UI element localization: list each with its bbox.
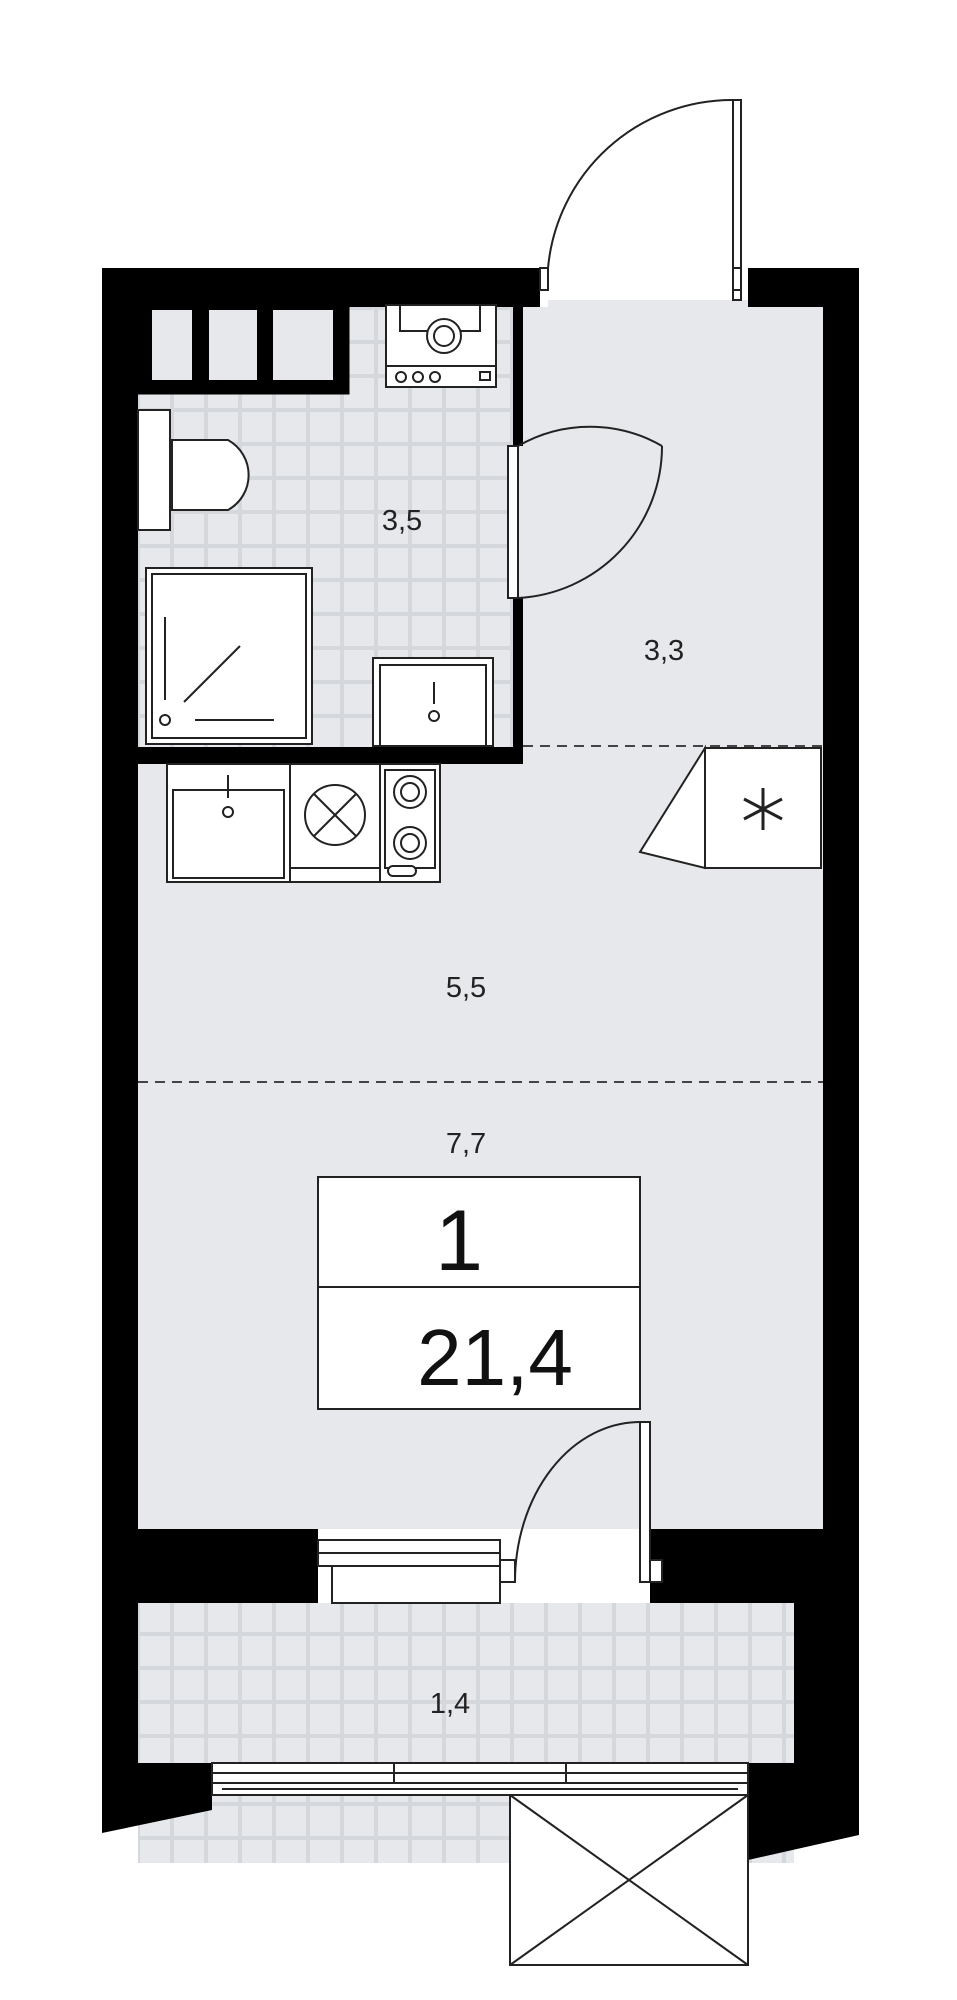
wall-bottom-left xyxy=(102,1529,318,1603)
toilet-icon xyxy=(137,409,250,531)
kitchen-area-label: 5,5 xyxy=(446,972,486,1004)
entrance-floor xyxy=(548,300,748,312)
entrance-door[interactable] xyxy=(539,98,742,301)
washbasin-icon xyxy=(372,657,494,747)
summary-box: 1 21,4 xyxy=(317,1176,641,1410)
walls xyxy=(102,268,859,1860)
wall-balcony-left xyxy=(102,1603,212,1833)
zone-dividers xyxy=(138,745,823,1083)
balcony-area-label: 1,4 xyxy=(430,1688,470,1720)
wall-right xyxy=(823,268,859,1650)
bathroom-area-label: 3,5 xyxy=(382,505,422,537)
hallway-area-label: 3,3 xyxy=(644,635,684,667)
oven-icon xyxy=(289,763,381,883)
wall-top-left xyxy=(102,268,540,307)
fan-coil-icon xyxy=(638,744,822,870)
door-swing-icon xyxy=(514,1421,641,1583)
living-area-label: 7,7 xyxy=(446,1128,486,1160)
wall-bath-right-upper xyxy=(513,300,523,446)
cooktop-icon xyxy=(379,763,441,883)
wall-left xyxy=(102,268,138,1650)
kitchen-sink-icon xyxy=(166,763,291,883)
wall-bath-bottom xyxy=(138,747,523,764)
wall-bottom-right xyxy=(650,1529,859,1603)
shower-tray-icon xyxy=(145,567,313,745)
rooms-count: 1 xyxy=(435,1193,483,1289)
washing-machine-icon xyxy=(385,304,497,388)
bathroom-door[interactable] xyxy=(507,425,664,599)
total-area: 21,4 xyxy=(417,1313,573,1402)
wall-balcony-right xyxy=(748,1603,859,1860)
balcony-door[interactable] xyxy=(317,1421,663,1604)
door-swing-icon xyxy=(517,425,664,599)
door-leaf xyxy=(732,99,742,301)
wall-bath-right-lower xyxy=(513,598,523,764)
balcony-window xyxy=(211,1762,749,1966)
door-leaf xyxy=(507,445,519,599)
door-swing-icon xyxy=(547,98,734,269)
utility-shelves xyxy=(136,303,350,395)
